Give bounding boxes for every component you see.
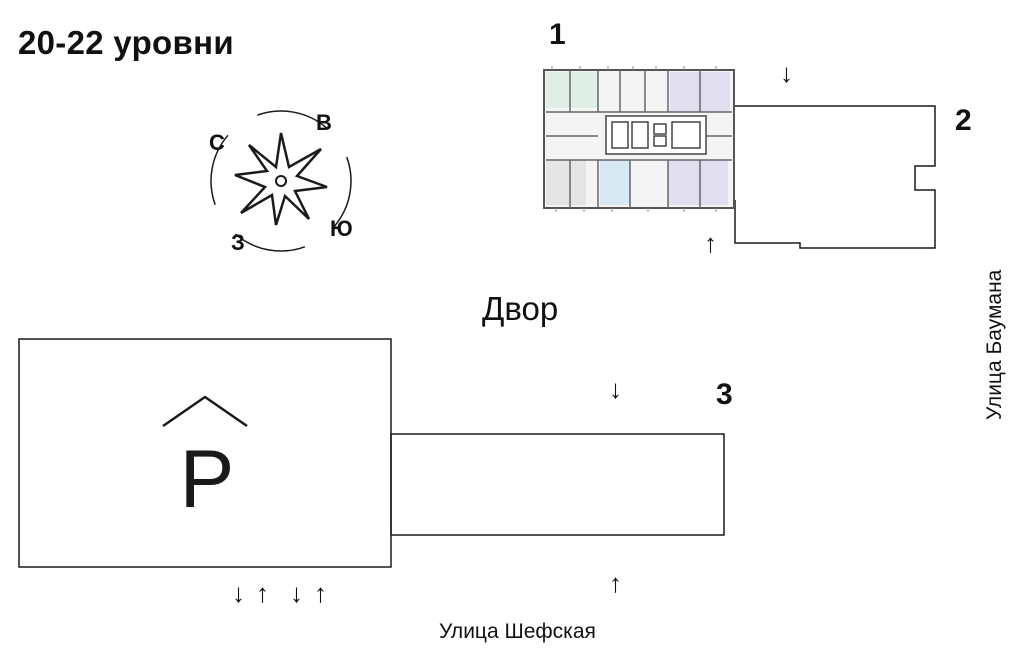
compass-west-label: З xyxy=(231,230,245,255)
courtyard-label: Двор xyxy=(482,290,559,327)
page-title: 20-22 уровни xyxy=(18,24,234,61)
parking-roof-icon xyxy=(162,395,248,428)
parking-arrow-up-icon: ↑ xyxy=(256,578,269,608)
entrance-arrow-down-icon: ↓ xyxy=(780,58,793,88)
building-2-outline xyxy=(734,105,936,249)
entrance-arrow-up-icon: ↑ xyxy=(704,228,717,258)
building-2-number: 2 xyxy=(955,104,972,137)
parking-arrow-up-icon: ↑ xyxy=(314,578,327,608)
compass-rose-icon xyxy=(210,110,352,252)
street-east-label: Улица Баумана xyxy=(983,269,1006,420)
street-south-label: Улица Шефская xyxy=(439,620,596,643)
building-1-floorplan xyxy=(543,66,735,212)
compass-east-label: В xyxy=(316,110,332,135)
building-1-number: 1 xyxy=(549,18,566,51)
parking-arrow-down-icon: ↓ xyxy=(232,578,245,608)
compass-north-label: С xyxy=(209,130,225,155)
entrance-arrow-up-icon: ↑ xyxy=(609,568,622,598)
building-3-outline xyxy=(390,433,725,536)
entrance-arrow-down-icon: ↓ xyxy=(609,374,622,404)
parking-arrow-down-icon: ↓ xyxy=(290,578,303,608)
parking-letter: P xyxy=(180,434,235,525)
compass-south-label: Ю xyxy=(330,216,353,241)
building-3-number: 3 xyxy=(716,378,733,411)
